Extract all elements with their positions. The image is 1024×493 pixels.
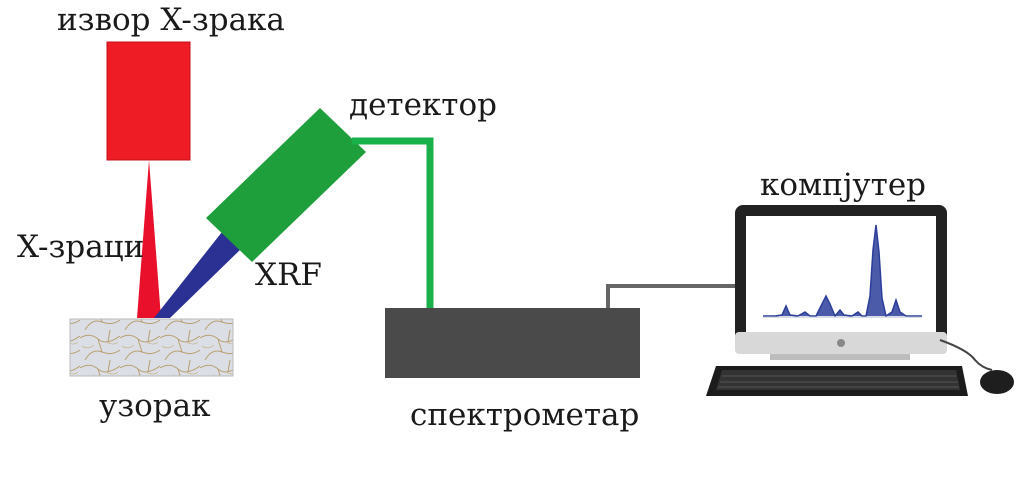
source-label: извор X-зрака [57, 2, 285, 38]
computer-cable [606, 284, 737, 308]
screen-spectrum [763, 224, 922, 318]
sample-label: узорак [99, 388, 211, 424]
desktop-computer-icon [735, 205, 947, 360]
mouse-cable [939, 339, 993, 371]
xray-source [106, 41, 191, 161]
computer-label: компјутер [760, 167, 927, 203]
xrf-label: XRF [255, 257, 322, 293]
detector-label: детектор [349, 87, 497, 123]
sample [69, 318, 234, 377]
spectrometer-label: спектрометар [410, 397, 640, 433]
spectrometer-box [385, 308, 640, 378]
xrays-label: X-зраци [17, 229, 145, 265]
xrf-beam [154, 232, 242, 318]
keyboard-icon [706, 366, 968, 396]
detector-cable [352, 137, 434, 308]
xray-beam [137, 160, 161, 318]
mouse-icon [980, 370, 1014, 394]
detector [206, 108, 366, 262]
